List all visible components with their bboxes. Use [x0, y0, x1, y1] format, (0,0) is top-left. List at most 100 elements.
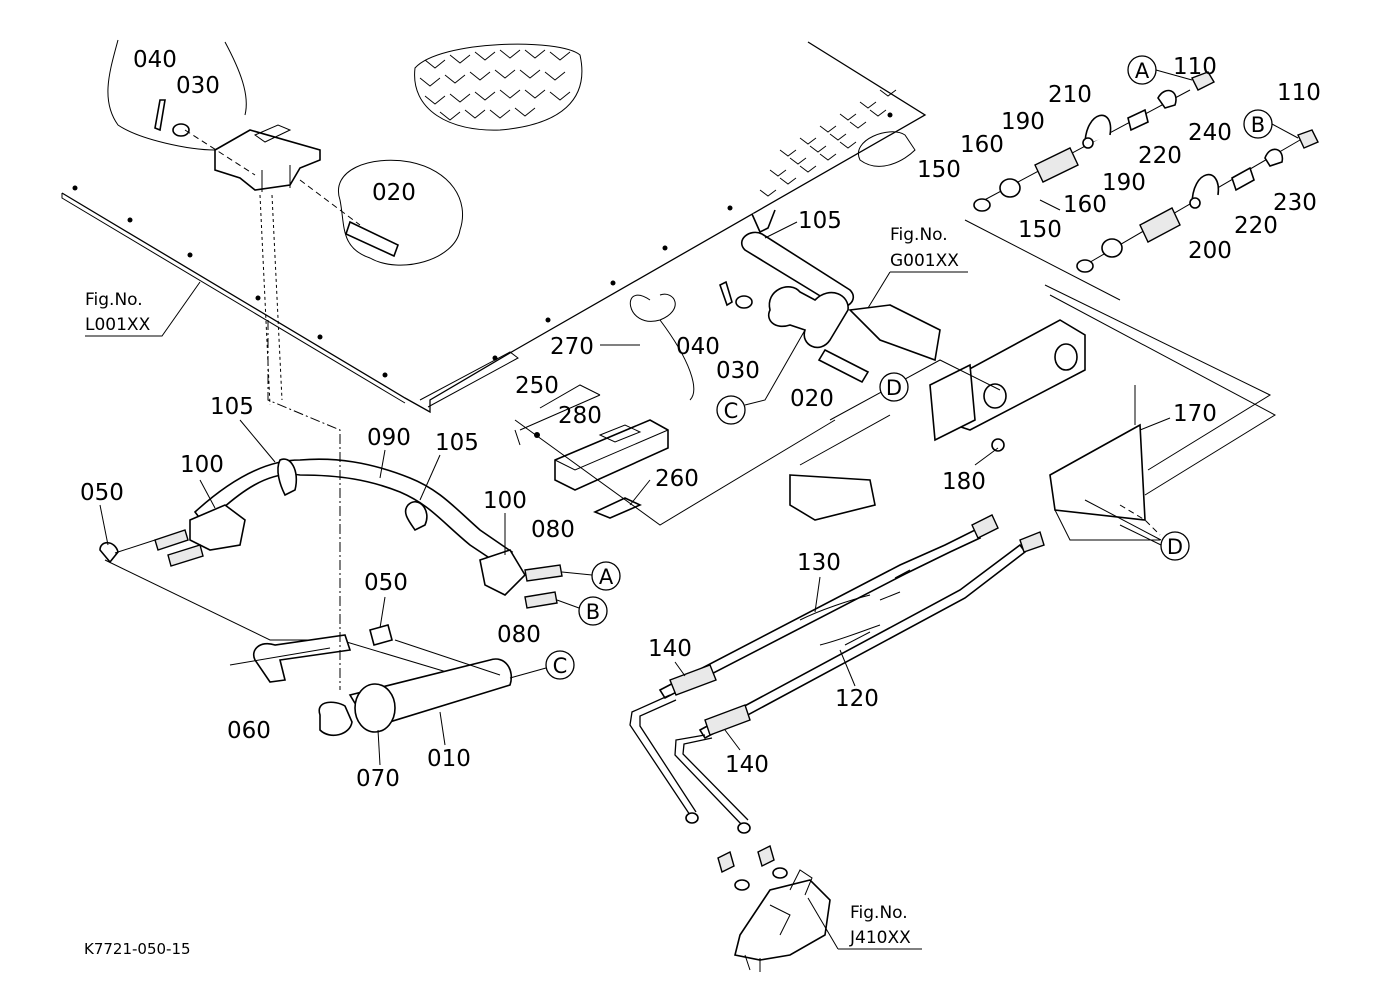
sleeve-140-a — [669, 664, 717, 696]
label-260: 260 — [655, 466, 699, 492]
split-pin-105-mid — [751, 209, 776, 234]
ref-j410-line1: Fig.No. — [850, 903, 908, 923]
label-060: 060 — [227, 718, 271, 744]
label-100-right: 100 — [483, 488, 527, 514]
label-200: 200 — [1188, 238, 1232, 264]
pipe-060 — [253, 634, 352, 683]
clamp-105-left — [277, 458, 298, 497]
label-020-mid: 020 — [790, 386, 834, 412]
coupler-190-upper — [1034, 147, 1079, 183]
mount-plate — [929, 363, 976, 442]
ref-j410-line2: J410XX — [849, 928, 911, 948]
plug-110-a — [1191, 71, 1215, 91]
cap-240 — [1157, 89, 1177, 109]
ref-g001: Fig.No. G001XX — [867, 225, 968, 309]
ref-g001-line1: Fig.No. — [890, 225, 948, 245]
ref-l001-line2: L001XX — [85, 315, 151, 335]
svg-text:A: A — [599, 565, 614, 589]
plug-110-b — [1297, 129, 1319, 149]
loop-210 — [1084, 114, 1112, 146]
nut-160-lower — [1101, 238, 1123, 258]
callout-a-top: A — [1127, 55, 1193, 85]
lower-bracket — [789, 474, 876, 521]
loop-200 — [1191, 174, 1220, 206]
washer-030-top — [172, 123, 190, 137]
cylinder-eye — [318, 701, 353, 737]
sleeve-140-b — [704, 704, 751, 736]
label-190-b: 190 — [1102, 170, 1146, 196]
label-150-b: 150 — [1018, 217, 1062, 243]
hose-fitting-100-left — [189, 504, 246, 551]
callout-c-left: C — [509, 650, 575, 680]
washer-150-lower — [1076, 259, 1094, 273]
hose-090 — [193, 458, 514, 567]
label-110-a: 110 — [1173, 54, 1217, 80]
right-frame — [789, 284, 1277, 541]
label-040-top: 040 — [133, 47, 177, 73]
split-pin-040-top — [154, 99, 166, 132]
label-220-a: 220 — [1138, 143, 1182, 169]
bolt-180 — [991, 438, 1005, 452]
ref-g001-line2: G001XX — [890, 251, 959, 271]
label-180: 180 — [942, 469, 986, 495]
ref-l001: Fig.No. L001XX — [85, 281, 201, 337]
label-030-mid: 030 — [716, 358, 760, 384]
callout-b-left: B — [556, 596, 608, 626]
label-280: 280 — [558, 403, 602, 429]
label-140-b: 140 — [725, 752, 769, 778]
split-pin-040-mid — [719, 280, 733, 307]
ref-l001-line1: Fig.No. — [85, 290, 143, 310]
label-210: 210 — [1048, 82, 1092, 108]
label-270: 270 — [550, 334, 594, 360]
cap-230 — [1264, 148, 1284, 167]
label-230: 230 — [1273, 190, 1317, 216]
label-110-b: 110 — [1277, 80, 1321, 106]
svg-text:D: D — [886, 376, 902, 400]
callout-b-top: B — [1243, 109, 1299, 139]
label-090: 090 — [367, 425, 411, 451]
label-105-center: 105 — [435, 430, 479, 456]
control-valve-body — [734, 879, 831, 961]
label-010: 010 — [427, 746, 471, 772]
label-100-left: 100 — [180, 452, 224, 478]
fittings-row-upper — [973, 71, 1215, 212]
top-left-bracket-group — [107, 39, 464, 406]
boot-cover — [848, 304, 941, 362]
label-190-a: 190 — [1001, 109, 1045, 135]
nipple-080-a — [524, 564, 563, 582]
clamp-105-center — [404, 501, 428, 532]
pipe-130 — [658, 528, 982, 700]
nipple-080-b — [524, 591, 558, 609]
svg-text:A: A — [1135, 59, 1150, 83]
label-160-b: 160 — [1063, 192, 1107, 218]
elbow-050-left — [99, 541, 119, 564]
callout-c-mid: C — [716, 329, 806, 425]
label-070: 070 — [356, 766, 400, 792]
label-080-b: 080 — [497, 622, 541, 648]
label-150-a: 150 — [917, 157, 961, 183]
plate-170 — [1049, 423, 1146, 521]
fittings-row-lower — [1076, 129, 1319, 273]
center-tube-assembly — [629, 209, 941, 401]
svg-text:C: C — [724, 399, 739, 423]
label-080-a: 080 — [531, 517, 575, 543]
svg-text:B: B — [1251, 113, 1265, 137]
pipe-assembly — [629, 514, 1045, 972]
callout-a-left: A — [561, 561, 621, 591]
nut-160-upper — [999, 178, 1021, 198]
svg-text:B: B — [586, 600, 600, 624]
wire-270 — [629, 293, 695, 401]
coupler-190-lower — [1139, 207, 1181, 243]
pin-020-mid — [817, 348, 870, 384]
ref-j410: Fig.No. J410XX — [807, 897, 922, 950]
label-140-a: 140 — [648, 636, 692, 662]
cylinder-collar — [354, 683, 396, 733]
pin-020-top — [345, 220, 399, 258]
elbow-050-mid — [369, 624, 393, 646]
callout-d-bottom: D — [1084, 499, 1190, 561]
label-105-left: 105 — [210, 394, 254, 420]
label-220-b: 220 — [1234, 213, 1278, 239]
plate-260 — [592, 497, 642, 519]
